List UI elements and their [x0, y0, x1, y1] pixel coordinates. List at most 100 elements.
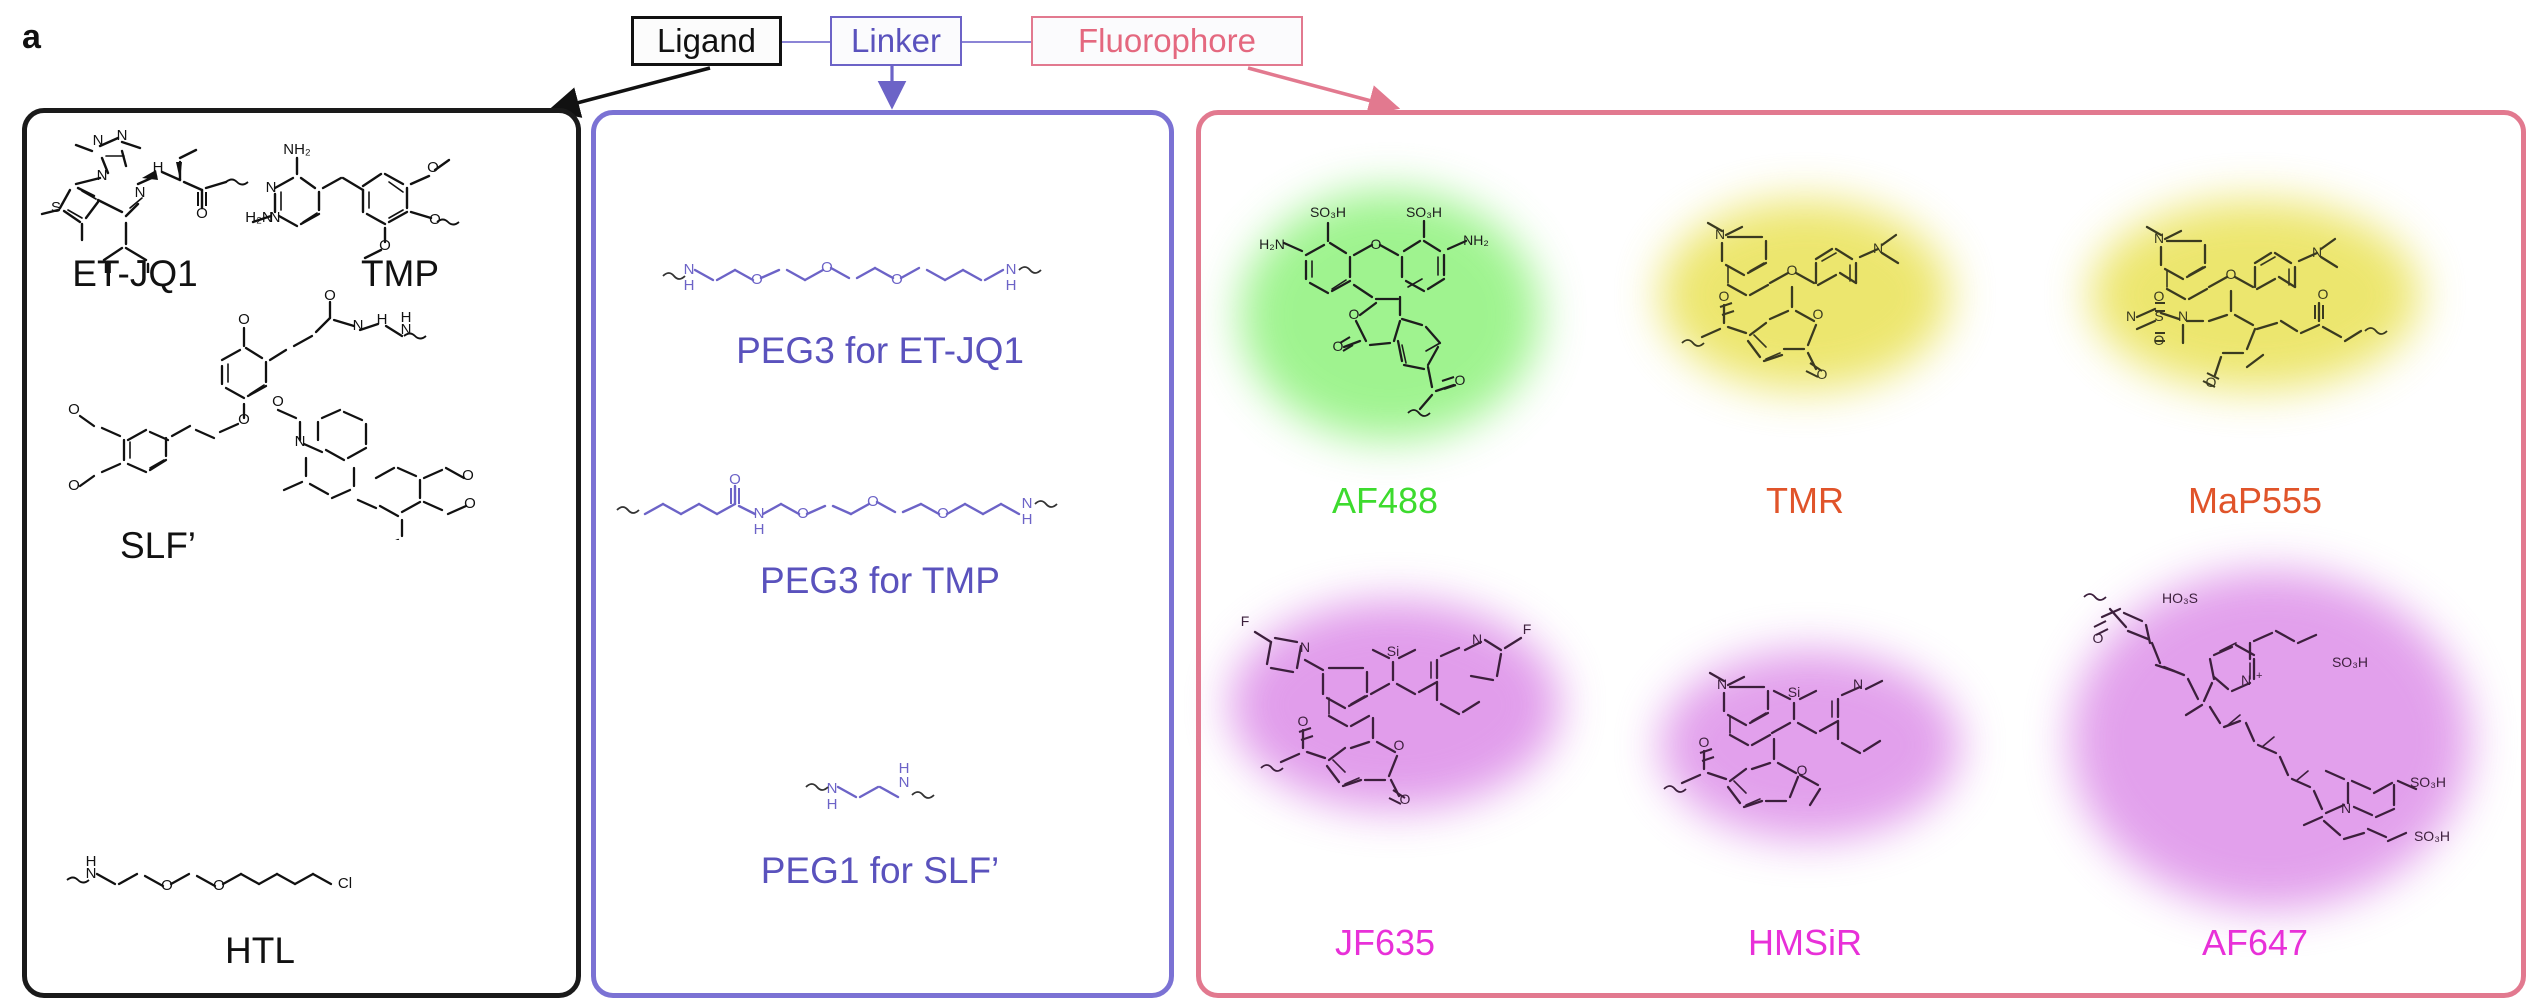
- ligand-label-et-jq1: ET-JQ1: [72, 253, 198, 294]
- svg-text:+: +: [2256, 670, 2262, 682]
- svg-text:N: N: [827, 780, 838, 797]
- svg-text:SO₃H: SO₃H: [1310, 204, 1346, 220]
- svg-text:O: O: [1400, 791, 1411, 807]
- svg-text:S: S: [2154, 308, 2163, 324]
- svg-text:N: N: [1873, 240, 1883, 256]
- svg-text:N: N: [2154, 230, 2164, 246]
- structure-af647: HO₃S N N SO₃H SO₃H SO₃H O +: [2083, 590, 2450, 844]
- ligand-panel: [22, 108, 581, 998]
- panel-letter: a: [22, 18, 41, 56]
- fluorophore-label-map555: MaP555: [2187, 480, 2323, 521]
- flow-box-linker[interactable]: Linker: [830, 16, 962, 66]
- svg-text:O: O: [937, 505, 949, 522]
- svg-text:O: O: [161, 877, 173, 894]
- svg-text:O: O: [68, 401, 80, 418]
- svg-text:H: H: [754, 521, 765, 538]
- svg-text:H: H: [899, 760, 910, 777]
- svg-text:N: N: [1006, 261, 1017, 278]
- svg-text:N: N: [117, 127, 128, 144]
- structure-af488: SO₃H SO₃H H₂N NH₂ O O O O: [1259, 204, 1489, 417]
- svg-text:O: O: [2206, 374, 2217, 390]
- svg-text:O: O: [1394, 737, 1405, 753]
- svg-text:S: S: [51, 199, 61, 216]
- connector-linker-fluorophore: [962, 41, 1031, 43]
- svg-text:O: O: [1719, 288, 1730, 304]
- svg-text:N: N: [135, 184, 146, 201]
- structure-tmr: N N O O O O: [1681, 221, 1900, 382]
- fluorophore-label-tmr: TMR: [1766, 480, 1844, 521]
- svg-text:N: N: [754, 505, 765, 522]
- structure-tmp: NH₂ NN H₂N OOO: [245, 141, 460, 260]
- structure-et-jq1: NN NN SCl H O: [40, 127, 249, 273]
- svg-text:N: N: [401, 321, 412, 338]
- svg-text:N: N: [353, 317, 364, 334]
- svg-text:O: O: [2154, 288, 2165, 304]
- svg-text:N: N: [270, 209, 281, 226]
- svg-text:O: O: [1333, 338, 1344, 354]
- svg-text:N: N: [2178, 308, 2188, 324]
- svg-text:O: O: [729, 471, 741, 488]
- svg-text:O: O: [1699, 734, 1710, 750]
- svg-text:O: O: [1817, 366, 1828, 382]
- svg-text:O: O: [751, 271, 763, 288]
- svg-text:O: O: [238, 311, 250, 328]
- svg-text:H: H: [1022, 511, 1033, 528]
- svg-text:H: H: [86, 853, 97, 870]
- svg-text:O: O: [821, 259, 833, 276]
- svg-text:O: O: [427, 159, 439, 176]
- connector-ligand-linker: [782, 41, 830, 43]
- ligand-label-htl: HTL: [225, 930, 295, 971]
- linker-label-peg3-tmp: PEG3 for TMP: [760, 560, 1000, 601]
- svg-text:H: H: [377, 311, 388, 328]
- svg-text:O: O: [213, 877, 225, 894]
- svg-text:Si: Si: [1788, 684, 1800, 700]
- fluorophore-arrow-icon: [1247, 66, 1401, 116]
- svg-text:N: N: [2126, 308, 2136, 324]
- svg-text:O: O: [797, 505, 809, 522]
- svg-text:O: O: [462, 467, 474, 484]
- svg-text:N: N: [684, 261, 695, 278]
- svg-text:O: O: [464, 495, 476, 512]
- svg-text:N: N: [93, 132, 104, 149]
- svg-text:N: N: [86, 865, 97, 882]
- svg-text:N: N: [2241, 672, 2251, 688]
- svg-text:O: O: [2093, 630, 2104, 646]
- svg-text:O: O: [1787, 262, 1798, 278]
- linker-label-peg1-slf: PEG1 for SLF’: [760, 850, 1000, 891]
- svg-text:N: N: [97, 167, 108, 184]
- svg-text:N: N: [295, 433, 306, 450]
- svg-text:O: O: [1455, 372, 1466, 388]
- svg-text:O: O: [1298, 713, 1309, 729]
- svg-text:N: N: [1472, 631, 1482, 647]
- svg-text:H: H: [827, 796, 838, 813]
- svg-text:H₂N: H₂N: [1259, 236, 1285, 252]
- ligand-arrow-icon: [547, 66, 711, 118]
- svg-text:O: O: [1813, 306, 1824, 322]
- svg-text:O: O: [867, 493, 879, 510]
- svg-text:O: O: [68, 477, 80, 494]
- svg-text:NH₂: NH₂: [283, 141, 311, 158]
- svg-text:N: N: [266, 179, 277, 196]
- linker-panel: [591, 110, 1174, 998]
- svg-text:O: O: [372, 539, 384, 540]
- svg-text:Si: Si: [1387, 643, 1399, 659]
- svg-text:N: N: [1022, 495, 1033, 512]
- svg-text:N: N: [1300, 639, 1310, 655]
- flow-box-ligand[interactable]: Ligand: [631, 16, 782, 66]
- linker-arrow-icon: [877, 66, 907, 110]
- flow-box-fluorophore[interactable]: Fluorophore: [1031, 16, 1303, 66]
- svg-text:N: N: [1853, 676, 1863, 692]
- svg-text:O: O: [238, 411, 250, 428]
- svg-text:O: O: [1349, 306, 1360, 322]
- svg-text:O: O: [2226, 266, 2237, 282]
- fluorophore-label-af488: AF488: [1331, 480, 1439, 521]
- fluorophore-label-af647: AF647: [2201, 922, 2309, 963]
- svg-text:H: H: [684, 277, 695, 294]
- svg-text:N: N: [899, 774, 910, 791]
- svg-text:H: H: [153, 159, 164, 176]
- structure-peg1-slf: NH NH: [805, 760, 935, 813]
- svg-text:O: O: [1797, 762, 1808, 778]
- svg-text:N: N: [2341, 800, 2351, 816]
- svg-text:HO₃S: HO₃S: [2162, 590, 2198, 606]
